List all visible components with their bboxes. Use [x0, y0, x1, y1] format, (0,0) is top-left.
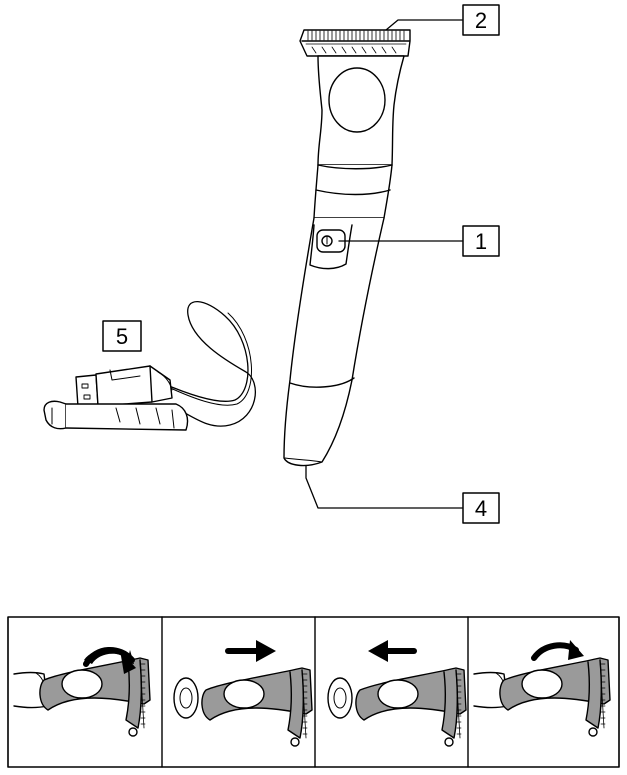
trimmer-blade-head — [299, 29, 411, 57]
callout-label-1: 1 — [475, 229, 487, 254]
callout-box-5 — [102, 320, 142, 352]
handle-socket-icon — [327, 677, 353, 719]
step-2-panel — [173, 640, 313, 747]
arrow-right-icon — [256, 640, 276, 662]
callout-box-1 — [462, 225, 500, 257]
blade-teeth — [307, 30, 405, 54]
step-4-panel — [473, 640, 611, 737]
callout-box-2 — [462, 4, 500, 36]
callout-label-2: 2 — [475, 8, 487, 33]
usb-a-plug — [75, 365, 173, 408]
callout-box-4 — [462, 492, 500, 524]
head-hole — [328, 67, 386, 133]
arrow-left-icon — [368, 640, 388, 662]
callout-label-4: 4 — [475, 496, 487, 521]
callouts: 2 1 5 4 — [102, 4, 500, 524]
step-3-panel — [327, 640, 467, 747]
dc-plug — [43, 400, 189, 431]
step-1-panel — [13, 647, 151, 737]
power-icon — [321, 235, 333, 247]
handle-socket-icon — [173, 677, 199, 719]
usb-cable-illustration — [43, 301, 256, 431]
callout-label-5: 5 — [116, 324, 128, 349]
trimmer-illustration — [283, 29, 411, 467]
rotate-up-arrow-icon — [568, 640, 584, 660]
